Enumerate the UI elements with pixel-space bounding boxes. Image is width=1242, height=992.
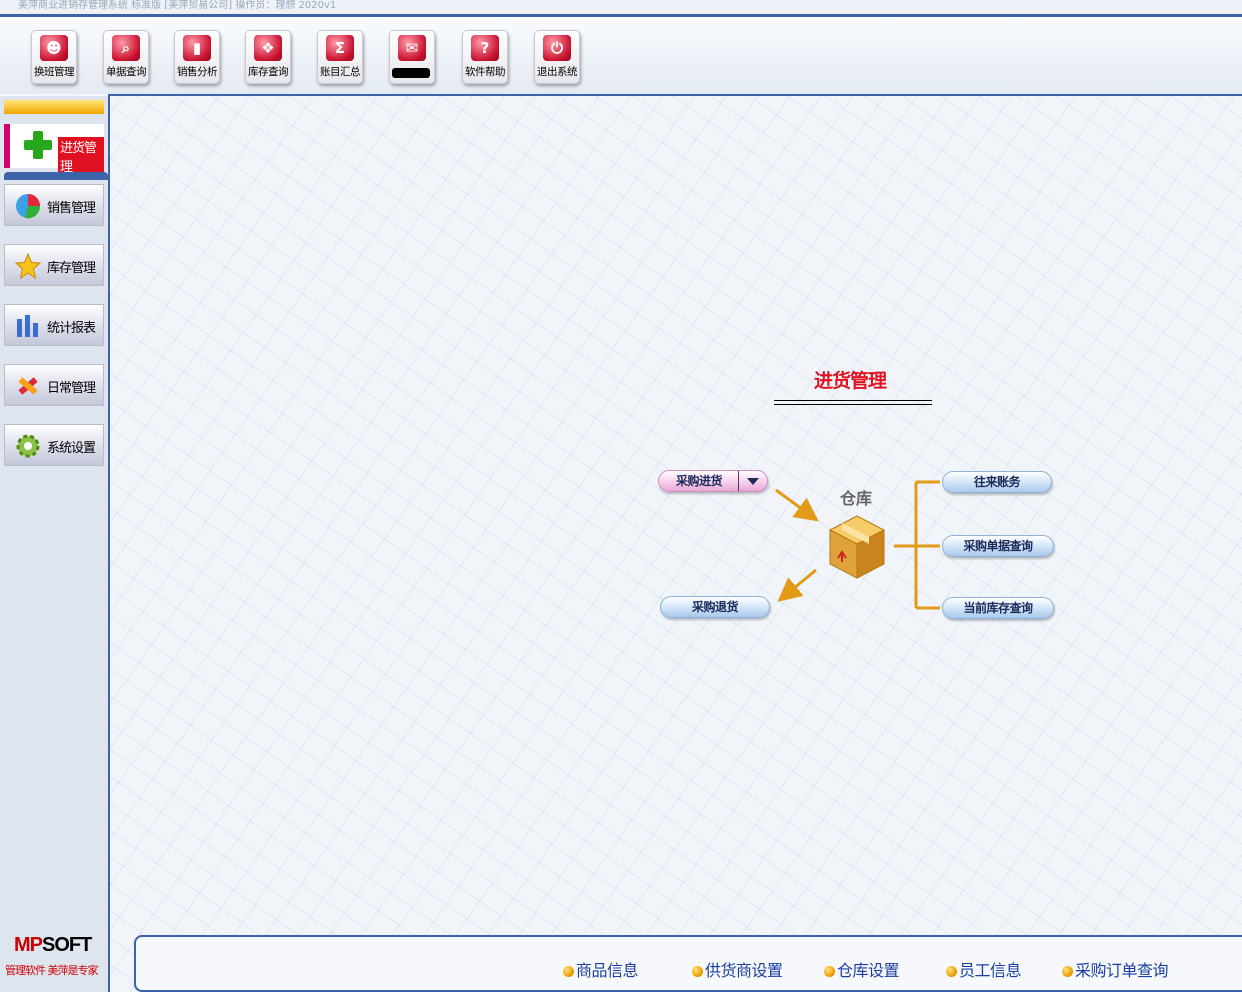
bullet-icon xyxy=(563,966,574,977)
toolbar-button-label: 换班管理 xyxy=(34,66,75,78)
diagram-connectors xyxy=(775,480,940,610)
plus-icon xyxy=(24,131,52,159)
magnifier-icon: ⌕ xyxy=(112,35,140,61)
title-underline xyxy=(774,400,932,405)
toolbar-button-label: 销售分析 xyxy=(177,66,218,78)
redacted-label xyxy=(392,68,430,78)
footer-link-label: 商品信息 xyxy=(576,961,639,980)
toolbar-divider xyxy=(108,94,1242,96)
footer-link-label: 仓库设置 xyxy=(837,961,900,980)
sidebar-divider xyxy=(4,172,108,180)
footer-links: 商品信息 供货商设置 仓库设置 员工信息 采购订单查询 xyxy=(134,935,1242,992)
arrow-purchase-in xyxy=(775,488,819,522)
sidebar-item-label: 统计报表 xyxy=(47,321,96,336)
software-help-button[interactable]: ? 软件帮助 xyxy=(462,30,508,84)
sigma-icon: Σ xyxy=(326,35,354,61)
purchase-in-button[interactable]: 采购进货 xyxy=(658,470,768,492)
slogan: 管理软件 美萍是专家 xyxy=(5,964,98,977)
bar-chart-icon: ▮ xyxy=(183,35,211,61)
warehouse-label: 仓库 xyxy=(840,489,873,508)
sidebar-item-statistics-reports[interactable]: 统计报表 xyxy=(4,304,104,346)
main-panel: 进货管理 采购进货 采购退货 仓库 往来账务 采购单据查询 当前库存查询 xyxy=(110,96,1242,992)
warehouse-box-icon[interactable] xyxy=(828,514,886,580)
footer-link-label: 员工信息 xyxy=(959,961,1022,980)
sidebar-item-label: 日常管理 xyxy=(47,381,96,396)
footer-link-employee-info[interactable]: 员工信息 xyxy=(946,957,1022,981)
toolbar-button-label: 单据查询 xyxy=(106,66,147,78)
message-button[interactable]: ✉ xyxy=(389,30,435,84)
mpsoft-logo: MPSOFT xyxy=(14,934,92,957)
sidebar-item-sales-management[interactable]: 销售管理 xyxy=(4,184,104,226)
stock-icon: ❖ xyxy=(254,35,282,61)
sidebar: 进货管理 销售管理 库存管理 统计报表 日常管理 xyxy=(0,96,110,992)
current-stock-query-button[interactable]: 当前库存查询 xyxy=(942,597,1054,619)
tools-icon xyxy=(18,377,38,395)
window-title: 美萍商业进销存管理系统 标准版 [美萍贸易公司] 操作员：理想 2020v1 xyxy=(0,0,1242,14)
bullet-icon xyxy=(824,966,835,977)
sidebar-item-label: 销售管理 xyxy=(47,201,96,216)
diagram-title: 进货管理 xyxy=(814,370,887,392)
logo-black-part: SOFT xyxy=(42,934,92,956)
purchase-in-label: 采购进货 xyxy=(675,474,723,488)
sidebar-item-purchase-management[interactable]: 进货管理 xyxy=(4,124,104,175)
accounts-button[interactable]: 往来账务 xyxy=(942,471,1052,493)
sidebar-item-label: 进货管理 xyxy=(58,137,104,175)
sidebar-top-bar xyxy=(4,100,104,114)
gear-icon xyxy=(16,434,40,458)
footer-link-warehouse-settings[interactable]: 仓库设置 xyxy=(824,957,900,981)
sales-analysis-button[interactable]: ▮ 销售分析 xyxy=(174,30,220,84)
toolbar-button-label: 账目汇总 xyxy=(320,66,361,78)
footer-link-label: 供货商设置 xyxy=(705,961,783,980)
help-icon: ? xyxy=(471,35,499,61)
footer-link-label: 采购订单查询 xyxy=(1075,961,1169,980)
document-query-button[interactable]: ⌕ 单据查询 xyxy=(103,30,149,84)
stock-query-button[interactable]: ❖ 库存查询 xyxy=(245,30,291,84)
bullet-icon xyxy=(692,966,703,977)
toolbar-button-label: 软件帮助 xyxy=(465,66,506,78)
toolbar: ☻ 换班管理 ⌕ 单据查询 ▮ 销售分析 ❖ 库存查询 Σ 账目汇总 ✉ ? 软… xyxy=(0,14,1242,94)
arrow-purchase-return xyxy=(777,568,817,602)
sidebar-item-system-settings[interactable]: 系统设置 xyxy=(4,424,104,466)
power-icon: ⏻ xyxy=(543,35,571,61)
toolbar-button-label: 库存查询 xyxy=(248,66,289,78)
bullet-icon xyxy=(946,966,957,977)
purchase-return-button[interactable]: 采购退货 xyxy=(660,596,770,618)
sidebar-item-label: 库存管理 xyxy=(47,261,96,276)
exit-system-button[interactable]: ⏻ 退出系统 xyxy=(534,30,580,84)
toolbar-button-label: 退出系统 xyxy=(537,66,578,78)
star-icon xyxy=(15,253,41,279)
purchase-document-query-button[interactable]: 采购单据查询 xyxy=(942,535,1054,557)
footer-link-purchase-order-query[interactable]: 采购订单查询 xyxy=(1062,957,1169,981)
sidebar-item-daily-management[interactable]: 日常管理 xyxy=(4,364,104,406)
user-switch-icon: ☻ xyxy=(40,35,68,61)
sidebar-item-inventory-management[interactable]: 库存管理 xyxy=(4,244,104,286)
shift-management-button[interactable]: ☻ 换班管理 xyxy=(31,30,77,84)
sidebar-item-label: 系统设置 xyxy=(47,441,96,456)
mail-icon: ✉ xyxy=(398,35,426,61)
bullet-icon xyxy=(1062,966,1073,977)
dropdown-arrow-icon[interactable] xyxy=(738,471,767,491)
footer-link-supplier-settings[interactable]: 供货商设置 xyxy=(692,957,783,981)
footer-link-product-info[interactable]: 商品信息 xyxy=(563,957,639,981)
logo-red-part: MP xyxy=(14,934,43,956)
bar-chart-icon xyxy=(17,315,38,337)
account-summary-button[interactable]: Σ 账目汇总 xyxy=(317,30,363,84)
pie-chart-icon xyxy=(16,194,41,219)
